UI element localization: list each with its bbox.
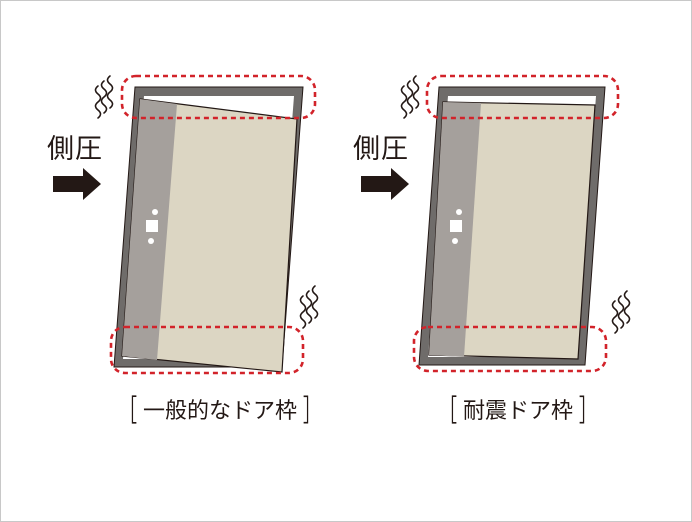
general-bottom-highlight: [109, 325, 305, 375]
seismic-top-highlight: [425, 74, 620, 120]
left-caption-text: 一般的なドア枠: [143, 399, 298, 424]
arrow-right-icon: [361, 168, 409, 200]
vibration-icon: [611, 290, 631, 334]
vibration-icon: [299, 285, 319, 329]
general-door-frame-figure: [53, 74, 319, 375]
left-caption: ［ 一般的なドア枠 ］: [113, 397, 327, 427]
door-handle-icon: [450, 209, 462, 244]
right-caption-bracket-open: ［: [439, 394, 457, 429]
door-handle-icon: [146, 209, 158, 244]
arrow-right-icon: [53, 168, 101, 200]
left-caption-bracket-open: ［: [119, 394, 137, 429]
right-caption: ［ 耐震ドア枠 ］: [433, 397, 603, 427]
vibration-icon: [400, 75, 420, 119]
general-top-highlight: [120, 74, 317, 120]
seismic-bottom-highlight: [412, 325, 608, 373]
left-pressure-label: 側圧: [47, 134, 103, 165]
seismic-door-frame-figure: [361, 74, 631, 373]
vibration-icon: [94, 75, 114, 119]
left-caption-bracket-close: ］: [303, 394, 322, 429]
right-caption-text: 耐震ドア枠: [463, 399, 574, 424]
right-caption-bracket-close: ］: [579, 394, 598, 429]
right-pressure-label: 側圧: [353, 134, 409, 165]
